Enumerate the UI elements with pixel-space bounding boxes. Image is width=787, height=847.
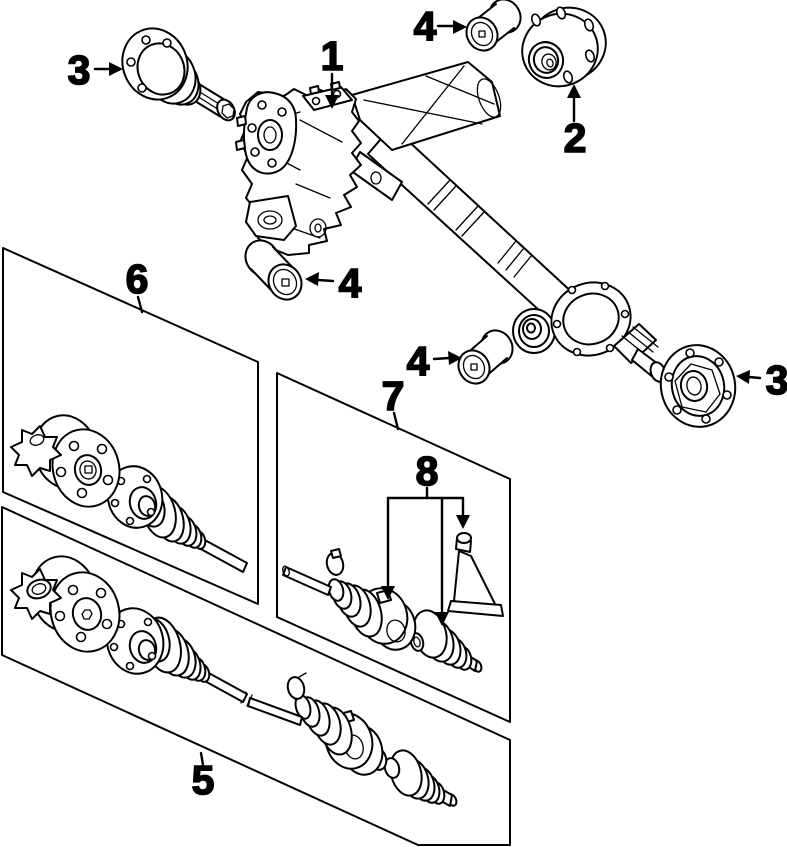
callout-6-leader <box>136 295 144 314</box>
kit-box-6-frame <box>2 247 259 605</box>
callout-7-label[interactable]: 7 <box>381 372 405 420</box>
companion-flange <box>521 6 607 88</box>
callout-4-upper-label[interactable]: 4 <box>413 2 438 50</box>
callout-8-bracket <box>386 486 465 615</box>
callout-3-left[interactable]: 3 <box>67 46 123 94</box>
callout-4-upper-arrowhead-icon <box>453 20 467 34</box>
callout-8-arrowhead-boot-icon <box>435 612 449 626</box>
callout-5-leader <box>199 751 205 767</box>
callout-7[interactable]: 7 <box>381 372 405 431</box>
output-flange-shaft-left <box>121 27 236 122</box>
carrier-truss <box>351 61 501 151</box>
callout-1[interactable]: 1 <box>320 32 344 109</box>
differential-carrier-assembly <box>235 61 632 357</box>
callout-3-right-arrowhead-icon <box>736 370 750 384</box>
callout-4-upper[interactable]: 4 <box>413 2 467 50</box>
mounting-bushing-lower <box>457 329 514 385</box>
callout-3-right-leader <box>747 375 762 380</box>
callout-6-label[interactable]: 6 <box>125 255 149 303</box>
callout-3-left-arrowhead-icon <box>109 62 123 76</box>
callout-8-arrowhead-clamp-icon <box>381 586 395 600</box>
callout-2-label[interactable]: 2 <box>563 114 587 162</box>
stub-axle-shaft-right <box>613 323 737 428</box>
callout-4-lower-arrowhead-icon <box>448 351 462 365</box>
callout-4-lower-leader <box>432 356 451 361</box>
callout-2[interactable]: 2 <box>563 84 587 162</box>
callout-4-middle-arrowhead-icon <box>305 272 319 286</box>
axle-shaft-assembly <box>10 555 458 807</box>
callout-4-lower[interactable]: 4 <box>406 337 462 385</box>
callout-8[interactable]: 8 <box>381 447 470 626</box>
callout-3-right[interactable]: 3 <box>736 356 787 404</box>
axle-tube <box>367 125 577 323</box>
mounting-bushing-upper <box>465 0 522 52</box>
callout-3-left-label[interactable]: 3 <box>67 46 91 94</box>
callout-4-middle-label[interactable]: 4 <box>338 259 363 307</box>
lower-mount-foot <box>245 195 297 241</box>
callout-3-right-label[interactable]: 3 <box>765 356 787 404</box>
callout-2-arrowhead-icon <box>567 84 581 98</box>
callout-8-arrowhead-grease-icon <box>456 515 470 529</box>
callout-5[interactable]: 5 <box>191 751 215 804</box>
callout-6[interactable]: 6 <box>125 255 149 314</box>
callout-4-middle-leader <box>316 278 335 283</box>
callout-4-middle[interactable]: 4 <box>305 259 363 307</box>
callout-7-leader <box>392 411 400 431</box>
callout-4-lower-label[interactable]: 4 <box>406 337 431 385</box>
inner-cv-joint-kit <box>10 414 248 573</box>
outer-cv-shaft-kit <box>282 532 504 673</box>
callout-1-arrowhead-icon <box>325 95 339 109</box>
mounting-bushing-middle <box>244 239 303 301</box>
callout-1-label[interactable]: 1 <box>320 32 344 80</box>
